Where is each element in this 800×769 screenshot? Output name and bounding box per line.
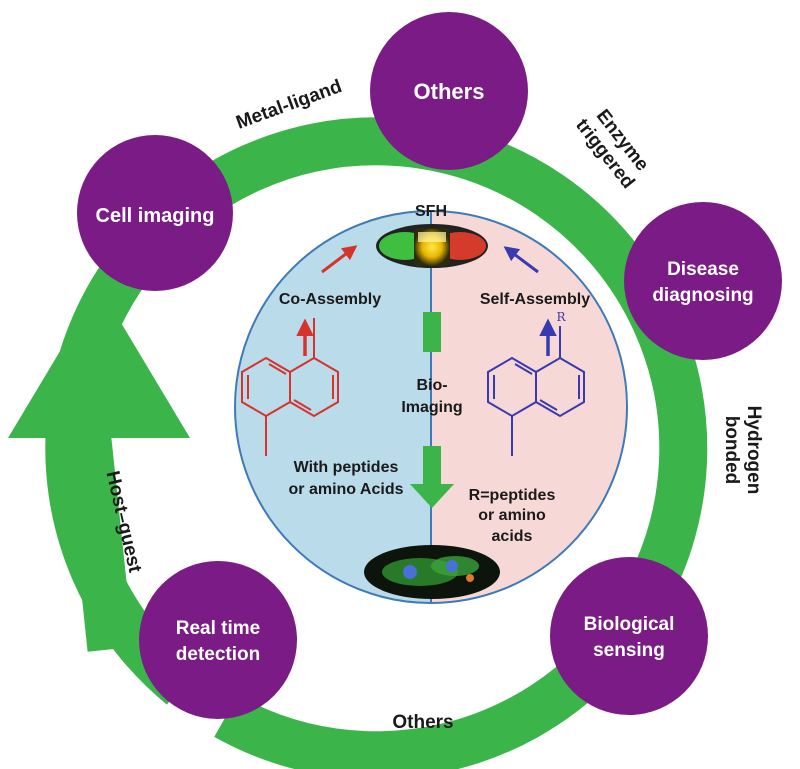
node-real-label-2: detection (176, 644, 260, 665)
node-others-top: Others (370, 12, 528, 170)
node-cell-imaging-label: Cell imaging (96, 205, 215, 227)
node-biological-sensing: Biological sensing (550, 557, 708, 715)
node-real-time-detection: Real time detection (139, 561, 297, 719)
left-naphthalene-structure (241, 318, 339, 456)
right-naphthalene-structure (487, 326, 585, 456)
label-imaging: Imaging (401, 399, 462, 416)
blue-arrow-to-sfh (503, 246, 539, 274)
node-disease-label-2: diagnosing (652, 285, 753, 306)
label-r-atom: R (556, 310, 566, 324)
ring-arrowhead (8, 286, 190, 438)
label-with-peptides: With peptides (294, 459, 399, 476)
node-real-label-1: Real time (176, 618, 260, 639)
label-or-amino: or amino (478, 507, 546, 524)
node-biological-label-2: sensing (593, 640, 665, 661)
label-bio: Bio- (416, 377, 447, 394)
node-others-label: Others (414, 79, 485, 104)
label-bonded: bonded (721, 416, 742, 485)
node-disease-label-1: Disease (667, 259, 739, 280)
label-r-peptides: R=peptides (469, 487, 556, 504)
green-ring (8, 117, 708, 769)
label-self-assembly: Self-Assembly (480, 291, 590, 308)
node-cell-imaging: Cell imaging (77, 135, 233, 291)
cell-microscopy-image (364, 545, 500, 599)
label-acids: acids (492, 528, 533, 545)
label-bottom-others: Others (392, 712, 453, 733)
label-sfh: SFH (415, 203, 447, 220)
label-co-assembly: Co-Assembly (279, 291, 381, 308)
label-hydrogen-bonded: Hydrogen bonded (721, 406, 764, 495)
node-disease-diagnosing: Disease diagnosing (624, 202, 782, 360)
label-hydrogen: Hydrogen (743, 406, 764, 495)
label-enzyme-triggered: Enzyme triggered (571, 106, 652, 193)
green-bar-top (423, 312, 441, 352)
red-arrow-to-sfh (321, 245, 358, 274)
sfh-vial-image (376, 224, 488, 268)
node-biological-label-1: Biological (584, 614, 675, 635)
green-arrow-down (410, 446, 454, 508)
label-or-amino-acids-left: or amino Acids (289, 481, 404, 498)
